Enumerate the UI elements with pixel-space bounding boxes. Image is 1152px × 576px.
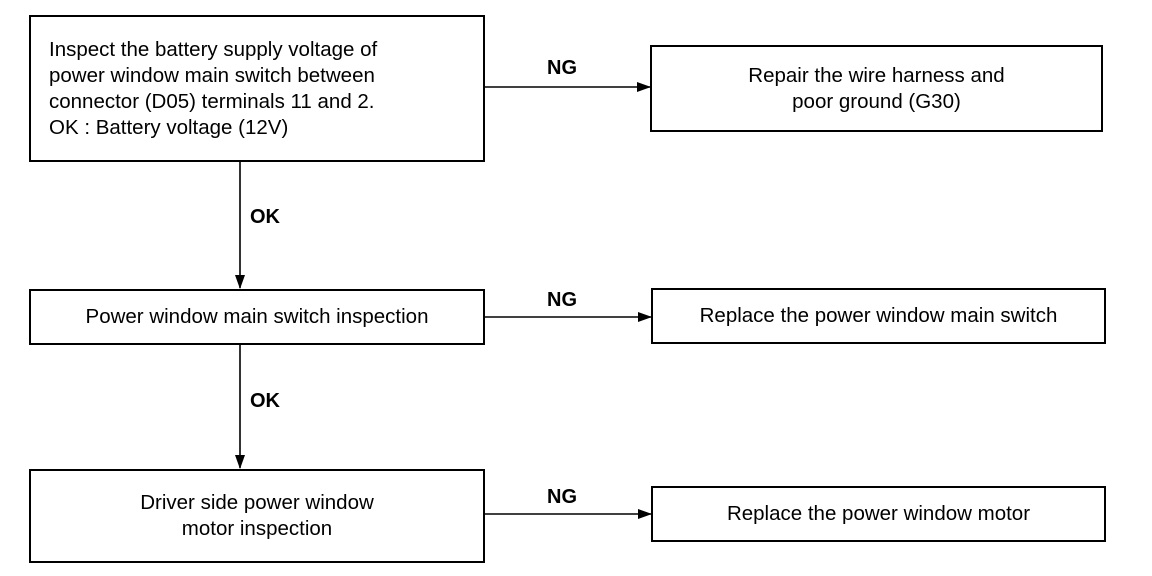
repair-harness-box: Repair the wire harness and poor ground …	[650, 45, 1103, 132]
ok-label-1: OK	[250, 206, 280, 228]
ng-label-2: NG	[547, 289, 577, 311]
replace-motor-box: Replace the power window motor	[651, 486, 1106, 542]
ng-label-3: NG	[547, 486, 577, 508]
repair-harness-text: Repair the wire harness and poor ground …	[748, 63, 1005, 113]
replace-motor-text: Replace the power window motor	[726, 502, 1031, 525]
motor-inspection-text: Driver side power window motor inspectio…	[140, 491, 374, 540]
battery-voltage-check-box: Inspect the battery supply voltage of po…	[29, 15, 485, 162]
ng-label-1: NG	[547, 57, 577, 79]
ok-label-2: OK	[250, 390, 280, 412]
replace-switch-box: Replace the power window main switch	[651, 288, 1106, 344]
switch-inspection-box: Power window main switch inspection	[29, 289, 485, 345]
switch-inspection-text: Power window main switch inspection	[85, 305, 429, 328]
replace-switch-text: Replace the power window main switch	[699, 304, 1058, 327]
battery-voltage-check-text: Inspect the battery supply voltage of po…	[49, 37, 378, 139]
motor-inspection-box: Driver side power window motor inspectio…	[29, 469, 485, 563]
